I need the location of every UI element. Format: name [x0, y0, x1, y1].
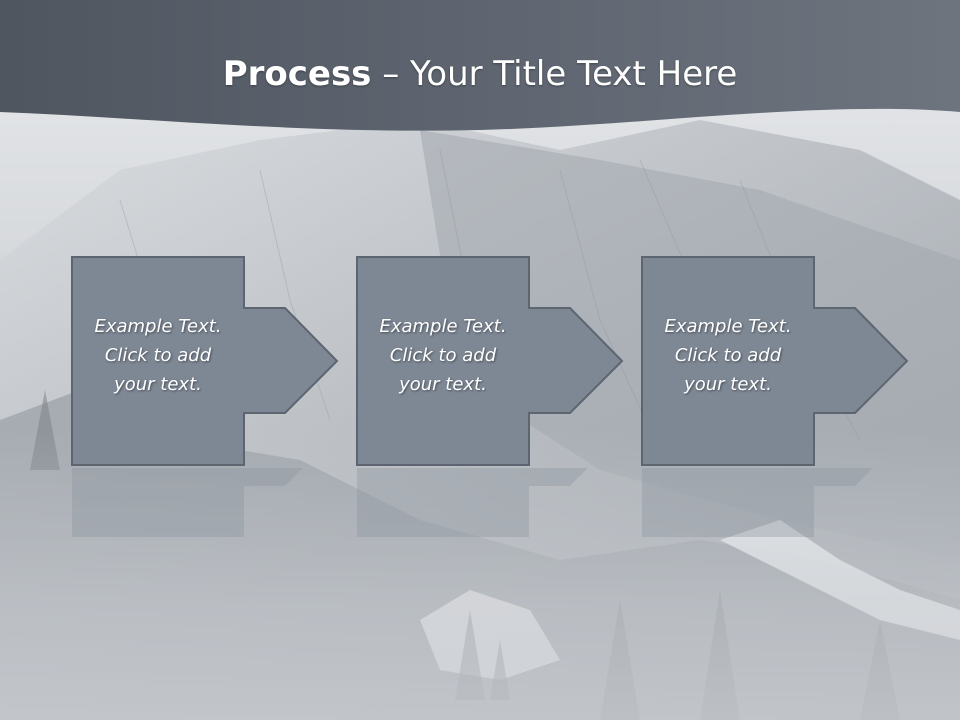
step-text[interactable]: Example Text. Click to add your text.: [664, 316, 792, 395]
bottom-fade: [0, 430, 960, 720]
step-text[interactable]: Example Text. Click to add your text.: [94, 316, 222, 395]
step-text[interactable]: Example Text. Click to add your text.: [379, 316, 507, 395]
process-step[interactable]: Example Text. Click to add your text.: [356, 256, 624, 537]
title-banner: [0, 0, 960, 131]
callout-arrow-shape: [641, 256, 909, 466]
title-rest: – Your Title Text Here: [371, 54, 738, 94]
step-reflection: [356, 468, 622, 538]
process-step[interactable]: Example Text. Click to add your text.: [71, 256, 339, 537]
callout-arrow-shape: [71, 256, 339, 466]
page-title: Process – Your Title Text Here: [0, 52, 960, 96]
title-bold: Process: [222, 54, 372, 94]
process-step[interactable]: Example Text. Click to add your text.: [641, 256, 909, 537]
step-reflection: [641, 468, 907, 538]
step-reflection: [71, 468, 337, 538]
callout-arrow-shape: [356, 256, 624, 466]
